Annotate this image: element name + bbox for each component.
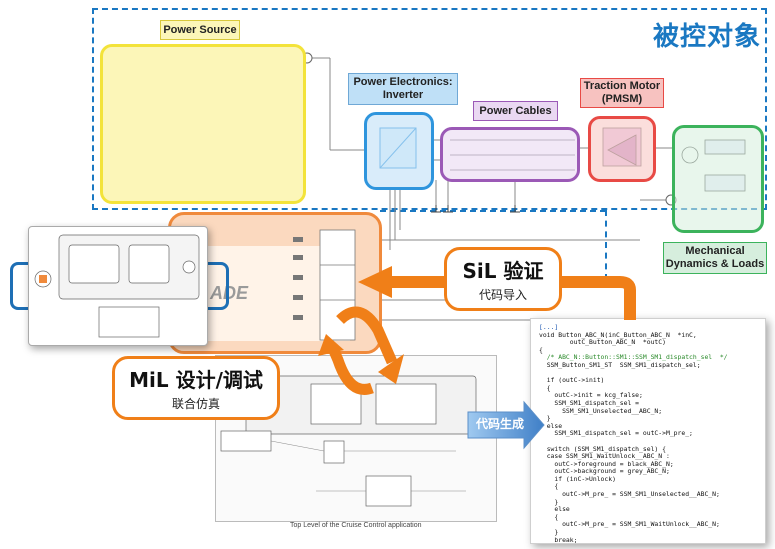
code-line: /* ABC_N::Button::SM1::SSM_SM1_dispatch_… (539, 353, 728, 362)
model-diagram-drawing (220, 375, 477, 507)
sil-arrow (385, 276, 636, 320)
mechanical-dynamics-block (672, 125, 764, 233)
code-line: else (539, 505, 570, 514)
statechart-thumbnail (28, 226, 208, 346)
code-line: } (539, 528, 559, 537)
mil-title: MiL 设计/调试 (129, 368, 263, 392)
code-line: break; (539, 535, 578, 544)
sil-title: SiL 验证 (462, 259, 544, 283)
power-source-label: Power Source (160, 20, 240, 40)
code-line: outC_Button_ABC_N *outC) (539, 338, 666, 347)
code-line: SSM_SM1_dispatch_sel = outC->M_pre_; (539, 429, 693, 438)
code-line: void Button_ABC_N(inC_Button_ABC_N *inC, (539, 330, 697, 339)
power-cables-label: Power Cables (473, 101, 558, 121)
code-line: SSM_Button_SM1_ST SSM_SM1_dispatch_sel; (539, 360, 701, 369)
code-line: if (outC->init) (539, 376, 605, 385)
thumb-bracket-left (10, 262, 35, 310)
inverter-block (364, 112, 434, 190)
mil-callout: MiL 设计/调试 联合仿真 (112, 356, 280, 420)
power-source-block (100, 44, 306, 204)
code-line: if (inC->Unlock) (539, 474, 616, 483)
mil-arrowhead-down (378, 354, 404, 384)
code-line: outC->M_pre_ = SSM_SM1_WaitUnlock__ABC_N… (539, 520, 720, 529)
code-line: else (539, 421, 563, 430)
controller-watermark: ADE (210, 283, 249, 303)
thumb-bracket-right (206, 262, 229, 310)
model-caption: Top Level of the Cruise Control applicat… (290, 522, 422, 529)
code-line: } (539, 497, 559, 506)
code-line: [...] (539, 323, 559, 331)
code-line: switch (SSM_SM1_dispatch_sel) { (539, 444, 666, 453)
codegen-label: 代码生成 (476, 417, 525, 431)
code-line: { (539, 482, 559, 491)
statechart-thumbnail-drawing (34, 234, 200, 338)
code-line: outC->foreground = black_ABC_N; (539, 459, 674, 468)
plant-title: 被控对象 (652, 22, 761, 52)
traction-motor-label: Traction Motor (PMSM) (580, 78, 664, 108)
codegen-arrow (467, 400, 545, 450)
sil-subtitle: 代码导入 (478, 288, 527, 302)
mil-arrow-down (336, 306, 398, 365)
code-line: outC->background = grey_ABC_N; (539, 467, 670, 476)
controller-ports (293, 229, 356, 341)
code-line: case SSM_SM1_WaitUnlock__ABC_N : (539, 452, 670, 461)
sil-callout: SiL 验证 代码导入 (444, 247, 562, 311)
code-line: { (539, 383, 551, 392)
code-line: outC->M_pre_ = SSM_SM1_Unselected__ABC_N… (539, 490, 720, 499)
code-line: { (539, 512, 559, 521)
plant-frame-edge (605, 210, 607, 280)
mil-arrowhead-up (318, 334, 344, 356)
code-line: { (539, 345, 543, 354)
power-cables-block (440, 127, 580, 182)
plant-frame (92, 8, 767, 210)
inverter-label: Power Electronics: Inverter (348, 73, 458, 105)
code-listing: [...]void Button_ABC_N(inC_Button_ABC_N … (530, 318, 766, 544)
code-line: } (539, 414, 551, 423)
sil-arrowhead (358, 266, 392, 298)
code-line: outC->init = kcg_false; (539, 391, 643, 400)
plant-frame-edge-bottom (380, 210, 606, 212)
code-line: SSM_SM1_Unselected__ABC_N; (539, 406, 663, 415)
traction-motor-block (588, 116, 656, 182)
code-line: SSM_SM1_dispatch_sel = (539, 398, 640, 407)
mil-arrow-up (326, 343, 374, 395)
mechanical-dynamics-label: Mechanical Dynamics & Loads (663, 242, 767, 274)
mil-subtitle: 联合仿真 (171, 397, 220, 411)
